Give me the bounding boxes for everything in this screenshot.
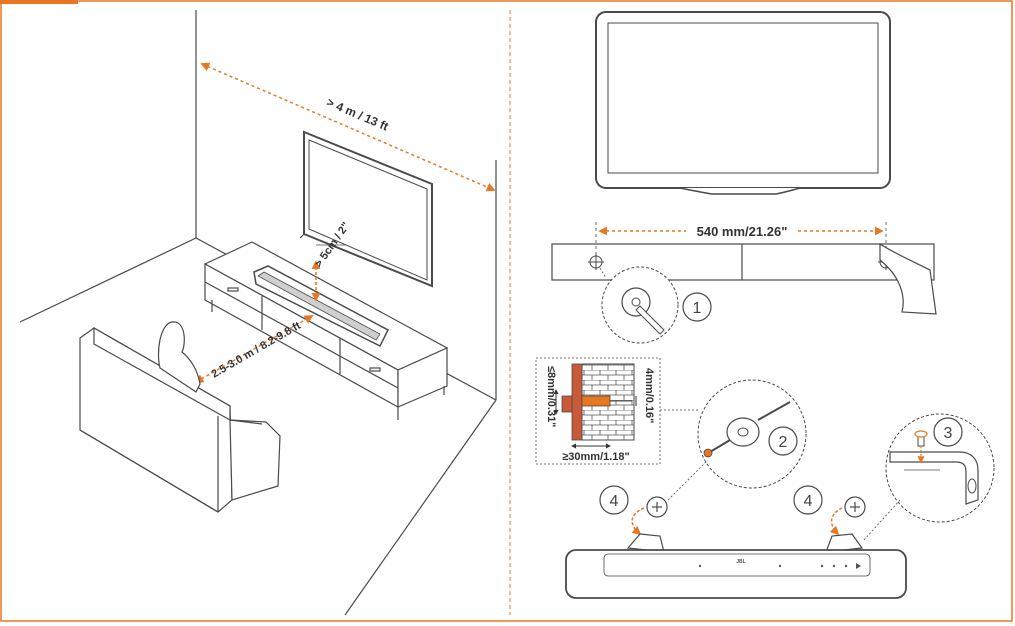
wall-distance-label: > 4 m / 13 ft [325,95,391,134]
drill-diameter-label: 4mm/0.16" [643,368,655,423]
anchor-depth-label: ≥30mm/1.18" [562,451,630,463]
step4-left-badge [599,485,629,515]
crosshair-left [588,254,604,270]
corner-tab [0,0,78,4]
step4-right-number: 4 [804,493,813,510]
wall-section-detail [535,357,661,465]
step2-detail [697,379,807,489]
tv-wall-mounted [299,130,433,288]
step1-number: 1 [693,300,702,317]
step2-number: 2 [779,434,788,451]
step1-badge [682,292,712,322]
soundbar-logo: JBL [736,559,745,565]
screw-icon-right [844,496,866,518]
screw-icon-left [646,496,668,518]
step4-right-badge [793,485,823,515]
tv-front [595,11,891,195]
bracket-spacing-label: 540 mm/21.26" [697,224,788,239]
person-silhouette [157,321,201,393]
step3-number: 3 [944,425,953,442]
step2-badge [768,426,798,456]
soundbar-front [565,533,907,599]
wall-distance-arrow [200,62,496,192]
mounting-template [551,243,935,281]
step3-badge [933,417,963,447]
step4-left-number: 4 [610,493,619,510]
peeling-tape [879,242,937,315]
screw-depth-label: ≤8mm/0.31" [545,366,557,427]
seat-distance-arrow [194,315,314,383]
soundbar-on-stand [253,265,389,348]
step3-detail [885,413,995,523]
sofa [79,326,281,513]
step1-detail [599,266,679,344]
